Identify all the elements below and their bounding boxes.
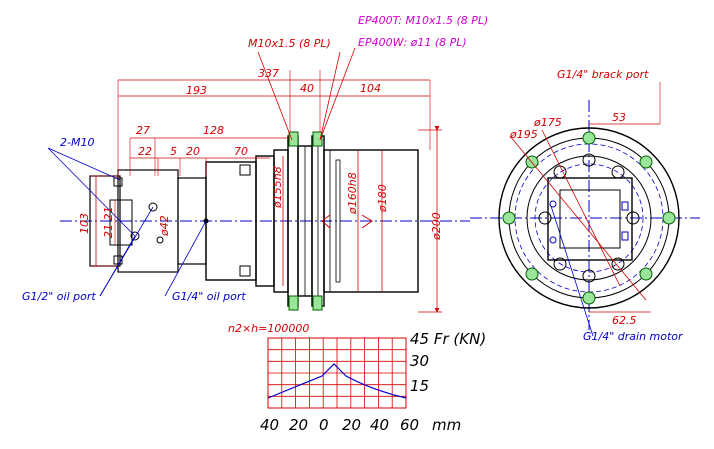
load-chart bbox=[267, 337, 407, 409]
note-ep400t: EP400T: M10x1.5 (8 PL) bbox=[358, 14, 488, 27]
dim-21-21: 21 21 bbox=[102, 207, 115, 239]
label-oil-port-half: G1/2" oil port bbox=[22, 290, 96, 303]
label-n2xh: n2×h=100000 bbox=[228, 322, 309, 335]
chart-x-unit: mm bbox=[432, 416, 461, 434]
dim-193: 193 bbox=[186, 84, 207, 97]
dim-dia42: ø42 bbox=[158, 215, 171, 237]
dim-5: 5 bbox=[170, 145, 177, 158]
dim-dia195: ø195 bbox=[509, 128, 538, 141]
front-view bbox=[470, 82, 700, 337]
note-brack-port: G1/4" brack port bbox=[557, 68, 649, 81]
dim-dia155h8: ø155h8 bbox=[271, 166, 284, 209]
chart-y-30: 30 bbox=[410, 352, 429, 370]
dim-103: 103 bbox=[78, 213, 91, 234]
chart-x-40: 40 bbox=[370, 416, 389, 434]
chart-y-15: 15 bbox=[410, 377, 429, 395]
load-curve bbox=[267, 363, 407, 399]
note-m10: M10x1.5 (8 PL) bbox=[248, 37, 331, 50]
dim-104: 104 bbox=[360, 82, 381, 95]
note-ep400w: EP400W: ø11 (8 PL) bbox=[358, 36, 467, 49]
chart-x-20-left: 20 bbox=[289, 416, 308, 434]
dim-22: 22 bbox=[138, 145, 152, 158]
dim-40: 40 bbox=[300, 82, 314, 95]
label-drain-motor: G1/4" drain motor bbox=[583, 330, 684, 343]
chart-x-0: 0 bbox=[319, 416, 329, 434]
chart-y-45: 45 Fr (KN) bbox=[410, 330, 486, 348]
dim-20: 20 bbox=[186, 145, 200, 158]
dim-dia160h8: ø160h8 bbox=[346, 172, 359, 215]
dim-dia200: ø200 bbox=[430, 212, 443, 241]
dim-53: 53 bbox=[612, 111, 626, 124]
dim-dia175: ø175 bbox=[533, 116, 562, 129]
dim-62-5: 62.5 bbox=[612, 314, 637, 327]
chart-x-40-left: 40 bbox=[260, 416, 279, 434]
dim-27: 27 bbox=[136, 124, 150, 137]
dim-70: 70 bbox=[234, 145, 248, 158]
dim-128: 128 bbox=[203, 124, 224, 137]
label-oil-port-quarter: G1/4" oil port bbox=[172, 290, 246, 303]
chart-x-20: 20 bbox=[342, 416, 361, 434]
dim-dia180: ø180 bbox=[376, 184, 389, 213]
label-2-m10: 2-M10 bbox=[60, 136, 94, 149]
chart-x-60: 60 bbox=[400, 416, 419, 434]
side-view bbox=[47, 47, 470, 313]
dim-337: 337 bbox=[258, 67, 279, 80]
